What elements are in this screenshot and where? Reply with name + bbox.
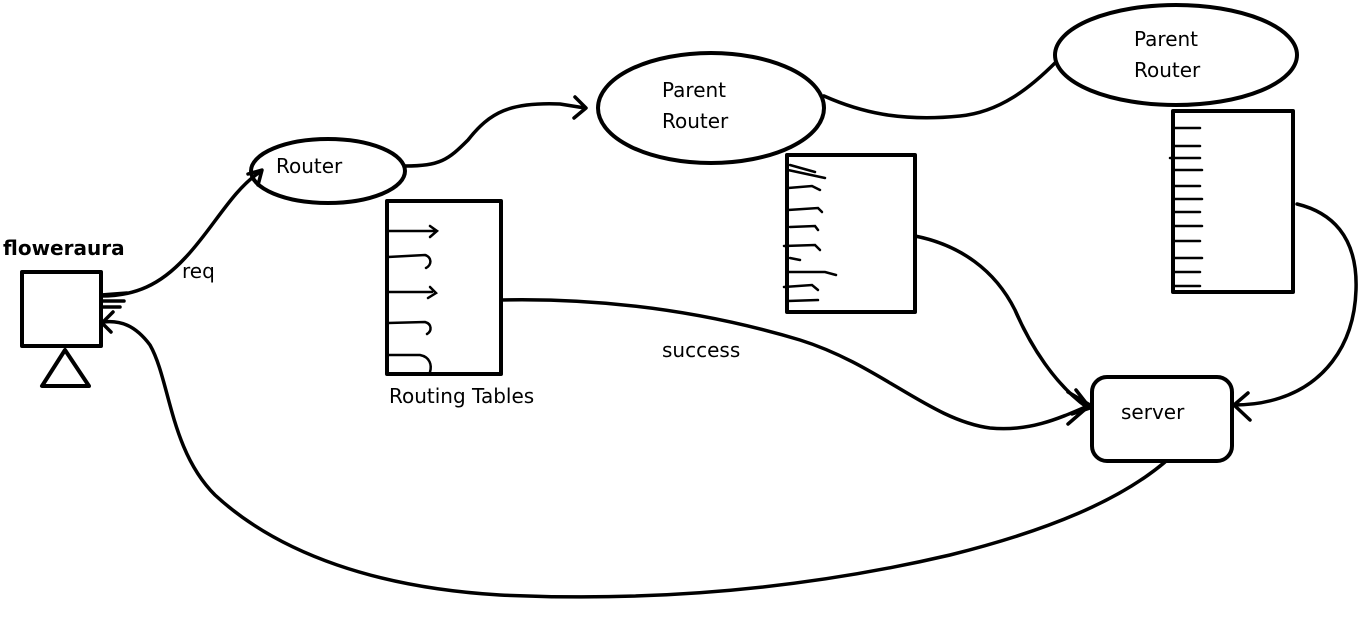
routing-tables-label: Routing Tables	[389, 384, 534, 408]
router-to-parent-arrow	[403, 102, 587, 168]
req-arrow	[99, 170, 262, 298]
server-to-client-arrow	[101, 319, 1167, 599]
parent-router-1-label-line2: Router	[662, 109, 729, 133]
routing-table-2	[785, 153, 917, 314]
router-label: Router	[276, 154, 343, 178]
parent-router-2-node	[1053, 3, 1299, 107]
router-node	[249, 137, 407, 205]
server-label: server	[1121, 400, 1185, 424]
client-monitor	[20, 270, 103, 348]
table3-to-server-arrow	[1232, 202, 1358, 407]
client-label: floweraura	[3, 236, 125, 260]
server-node	[1090, 375, 1234, 463]
parent-router-1-label-line1: Parent	[662, 78, 726, 102]
routing-table-3-entries	[1168, 126, 1204, 288]
routing-table-1-entries	[386, 224, 440, 374]
routing-table-2-entries	[782, 163, 838, 303]
routing-table-1	[385, 199, 503, 376]
parent-to-parent-link	[822, 60, 1058, 120]
req-label: req	[182, 259, 215, 283]
table2-to-server-arrow	[913, 234, 1090, 410]
success-arrow	[499, 298, 1092, 431]
client-computer	[20, 270, 129, 388]
parent-router-2-label-line2: Router	[1134, 58, 1201, 82]
parent-router-1-node	[596, 51, 826, 165]
success-label: success	[662, 338, 740, 362]
parent-router-2-label-line1: Parent	[1134, 27, 1198, 51]
routing-table-3	[1171, 109, 1295, 294]
client-stand	[40, 348, 91, 388]
